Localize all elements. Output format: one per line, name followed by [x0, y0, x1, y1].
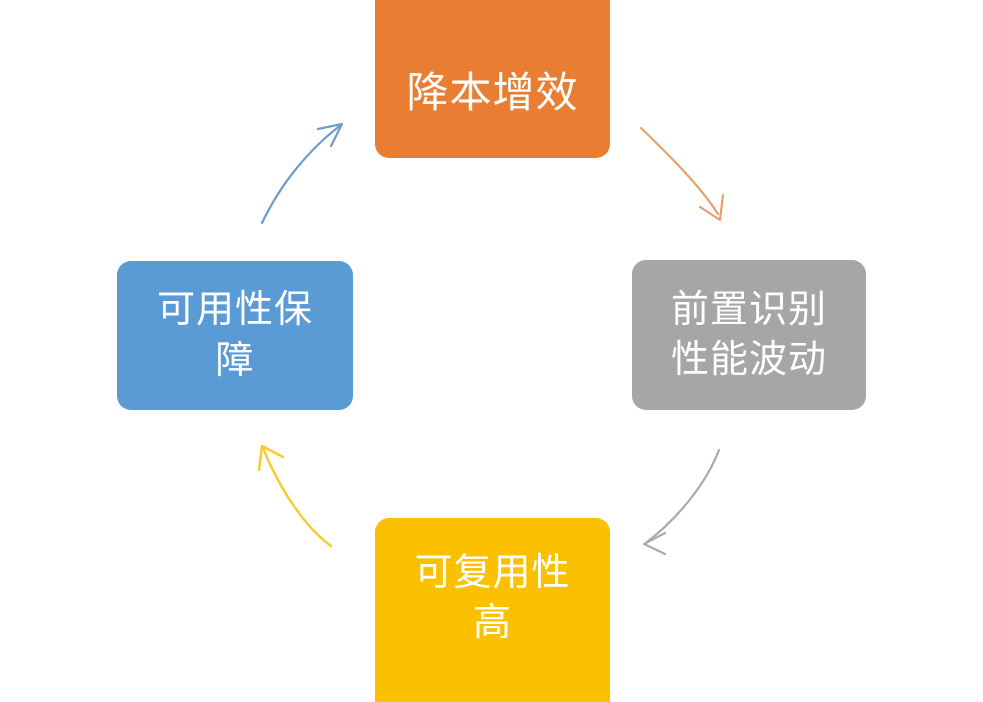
arrow-left-to-top — [260, 122, 344, 225]
node-bottom[interactable]: 可复用性高 — [375, 518, 610, 702]
node-top[interactable]: 降本增效 — [375, 0, 610, 158]
arrow-top-to-right — [639, 126, 725, 222]
node-right[interactable]: 前置识别性能波动 — [632, 260, 866, 410]
node-left[interactable]: 可用性保障 — [117, 261, 353, 410]
node-left-label: 可用性保障 — [156, 289, 313, 382]
arrow-right-to-bottom — [642, 448, 721, 556]
arrow-bottom-to-left — [257, 444, 333, 548]
node-right-label: 前置识别性能波动 — [670, 288, 827, 381]
diagram-canvas: 降本增效 前置识别性能波动 可复用性高 可用性保障 — [117, 0, 866, 702]
node-bottom-label: 可复用性高 — [414, 552, 571, 645]
node-top-label: 降本增效 — [406, 68, 579, 116]
